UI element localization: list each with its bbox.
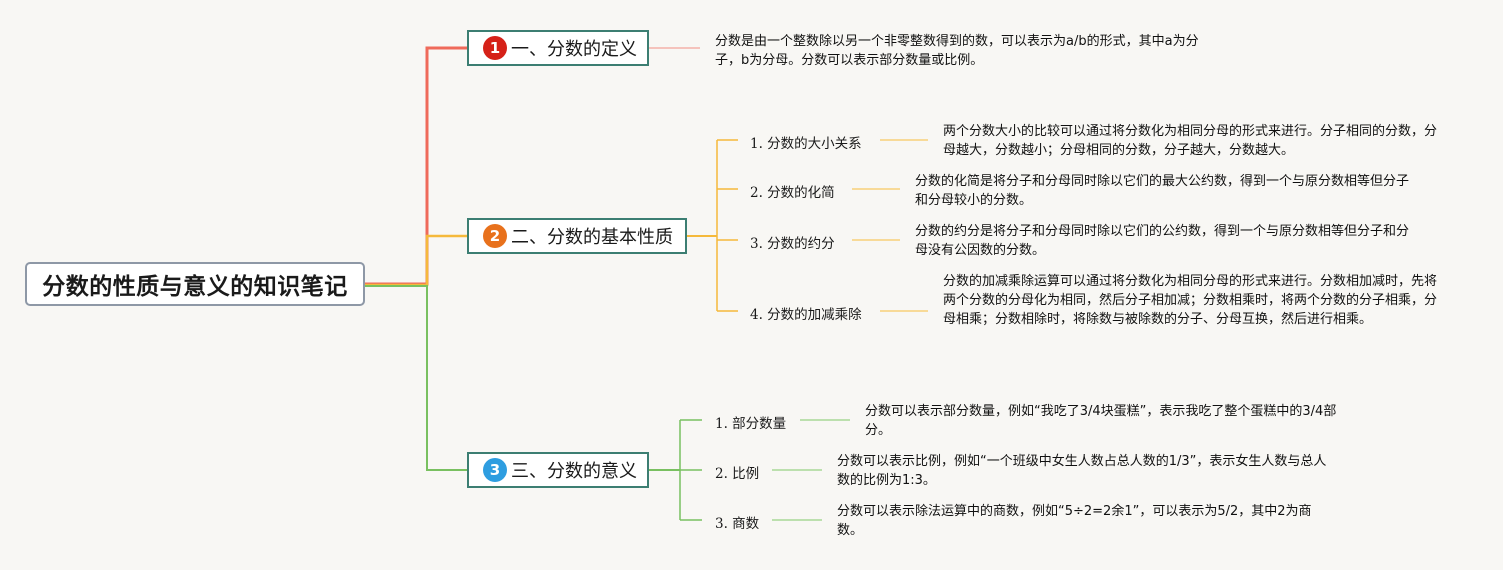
subtopic-description: 分数的约分是将分子和分母同时除以它们的公约数，得到一个与原分数相等但分子和分母没… <box>915 224 1410 258</box>
branch-node-basic-properties[interactable]: 2 二、分数的基本性质 <box>467 218 687 254</box>
branch-node-meaning[interactable]: 3 三、分数的意义 <box>467 452 649 488</box>
subtopic-arithmetic[interactable]: 4. 分数的加减乘除 <box>750 307 862 323</box>
root-title: 分数的性质与意义的知识笔记 <box>42 274 348 300</box>
subtopic-quotient[interactable]: 3. 商数 <box>715 516 760 532</box>
subtopic-partial-quantity[interactable]: 1. 部分数量 <box>715 416 787 432</box>
subtopic-description: 分数的加减乘除运算可以通过将分数化为相同分母的形式来进行。分数相加减时，先将两个… <box>943 274 1438 327</box>
subtopic-description: 分数的化简是将分子和分母同时除以它们的最大公约数，得到一个与原分数相等但分子和分… <box>915 174 1410 208</box>
subtopic-description: 分数可以表示部分数量，例如“我吃了3/4块蛋糕”，表示我吃了整个蛋糕中的3/4部… <box>865 404 1337 438</box>
subtopic-size-relation[interactable]: 1. 分数的大小关系 <box>750 136 862 152</box>
number-badge-3: 3 <box>483 458 507 482</box>
subtopic-simplification[interactable]: 2. 分数的化简 <box>750 185 835 201</box>
subtopic-description: 分数可以表示比例，例如“一个班级中女生人数占总人数的1/3”，表示女生人数与总人… <box>837 454 1327 488</box>
subtopic-description: 两个分数大小的比较可以通过将分数化为相同分母的形式来进行。分子相同的分数，分母越… <box>943 124 1438 158</box>
branch-title: 一、分数的定义 <box>511 39 637 60</box>
connector-root-branch1 <box>365 46 467 286</box>
connector-root-branch3 <box>365 285 467 471</box>
number-badge-1: 1 <box>483 36 507 60</box>
branch-title: 二、分数的基本性质 <box>511 227 673 248</box>
branch-title: 三、分数的意义 <box>511 461 637 482</box>
subtopic-reduction[interactable]: 3. 分数的约分 <box>750 236 835 252</box>
subtopic-ratio[interactable]: 2. 比例 <box>715 466 760 482</box>
root-node[interactable]: 分数的性质与意义的知识笔记 <box>25 262 365 306</box>
subtopic-description: 分数可以表示除法运算中的商数，例如“5÷2=2余1”，可以表示为5/2，其中2为… <box>837 504 1312 538</box>
branch-node-definition[interactable]: 1 一、分数的定义 <box>467 30 649 66</box>
branch-description-definition: 分数是由一个整数除以另一个非零整数得到的数，可以表示为a/b的形式，其中a为分子… <box>715 34 1199 68</box>
number-badge-2: 2 <box>483 224 507 248</box>
connector-root-branch2 <box>365 234 467 287</box>
